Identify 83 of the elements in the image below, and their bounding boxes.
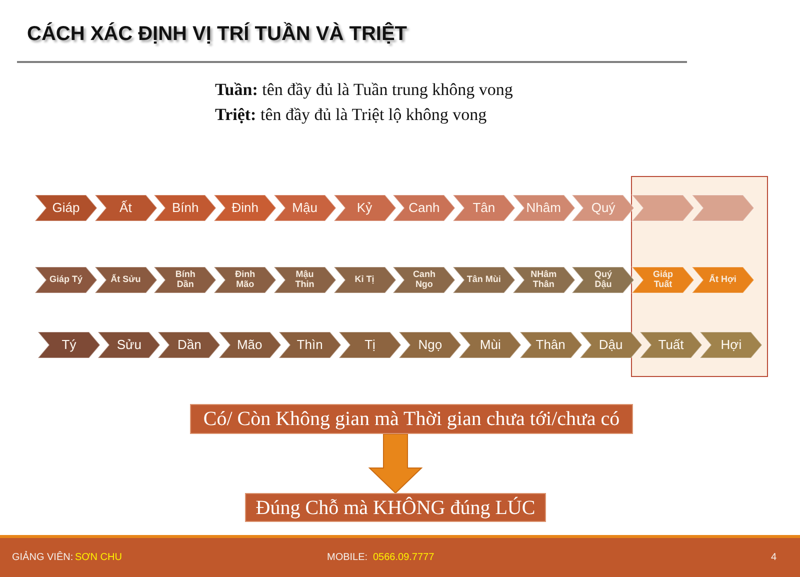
chevron-step xyxy=(452,267,515,293)
lecturer-name: SƠN CHU xyxy=(75,552,122,564)
page-number: 4 xyxy=(771,552,777,564)
step-label: Tý xyxy=(62,338,76,352)
step-label: Tị xyxy=(364,338,376,352)
banner-text: Đúng Chỗ mà KHÔNG đúng LÚC xyxy=(256,496,536,520)
step-label: Hợi xyxy=(720,338,742,352)
chevron-step xyxy=(452,195,515,221)
step-label: Canh xyxy=(408,200,440,216)
definition-text: Tuần: tên đầy đủ là Tuần trung không vong xyxy=(215,80,513,100)
step-label: Bính Dần xyxy=(174,270,196,290)
step-label: Thìn xyxy=(296,338,323,352)
step-label: Đinh Mão xyxy=(234,270,256,290)
chevron-step xyxy=(98,332,160,358)
block-arrow xyxy=(368,434,423,494)
step-label: Dậu xyxy=(598,338,623,352)
chevron-step xyxy=(158,332,220,358)
chevron-step xyxy=(393,267,456,293)
chevron-step xyxy=(572,195,634,221)
step-label: Kỷ xyxy=(356,200,372,216)
step-label: Mão xyxy=(236,338,262,352)
step-label: Canh Ngo xyxy=(412,270,436,290)
lecturer-label: GIẢNG VIÊN: xyxy=(12,552,74,564)
chevron-step xyxy=(339,332,401,358)
banner-text: Có/ Còn Không gian mà Thời gian chưa tới/chưa có xyxy=(203,407,620,431)
chevron-step xyxy=(154,195,216,221)
step-label: Đinh xyxy=(232,200,258,216)
step-label: Tân Mùi xyxy=(466,275,501,285)
statement-banner xyxy=(245,493,546,522)
chevron-step xyxy=(218,332,281,358)
chevron-step xyxy=(399,332,462,358)
chevron-step xyxy=(692,195,754,221)
step-label: Nhâm xyxy=(526,200,561,216)
chevron-step xyxy=(334,195,396,221)
chevron-step xyxy=(35,195,97,221)
chevron-step xyxy=(632,195,694,221)
chevron-step xyxy=(640,332,702,358)
chevron-step xyxy=(334,267,396,293)
step-label: NHâm Thân xyxy=(530,270,558,290)
step-label: Mậu Thin xyxy=(294,270,316,290)
phone-number: 0566.09.7777 xyxy=(373,552,434,564)
chevron-step xyxy=(692,267,754,293)
step-label: Quý Dậu xyxy=(594,270,614,290)
chevron-step xyxy=(214,267,276,293)
chevron-step xyxy=(214,195,276,221)
statement-banner xyxy=(190,404,633,434)
step-label: Giáp Tuất xyxy=(652,270,674,290)
chevron-step xyxy=(35,267,97,293)
step-label: Dần xyxy=(177,338,202,352)
chevron-step xyxy=(94,195,157,221)
chevron-step xyxy=(278,332,341,358)
chevron-step xyxy=(700,332,762,358)
step-label: Sửu xyxy=(116,338,142,352)
definition-text: Triệt: tên đầy đủ là Triệt lộ không vong xyxy=(215,105,487,125)
step-label: Thân xyxy=(536,338,566,352)
chevron-step xyxy=(274,195,336,221)
step-label: Bính xyxy=(172,200,199,216)
step-label: Ngọ xyxy=(418,338,442,352)
step-label: Quý xyxy=(591,200,616,216)
chevron-step xyxy=(274,267,336,293)
chevron-step xyxy=(459,332,522,358)
chevron-step xyxy=(632,267,694,293)
step-label: Giáp Tý xyxy=(49,275,82,285)
chevron-step xyxy=(393,195,456,221)
chevron-step xyxy=(512,267,575,293)
chevron-step xyxy=(512,195,575,221)
phone-label: MOBILE: xyxy=(327,552,368,564)
chevron-step xyxy=(38,332,100,358)
chevron-step xyxy=(94,267,157,293)
slide-title: CÁCH XÁC ĐỊNH VỊ TRÍ TUẦN VÀ TRIỆT xyxy=(27,22,407,46)
step-label: Ất Hợi xyxy=(708,275,736,285)
step-label: Mùi xyxy=(480,338,501,352)
step-label: Ất Sửu xyxy=(110,275,141,285)
step-label: Mậu xyxy=(292,200,318,216)
chevron-step xyxy=(580,332,642,358)
chevron-step xyxy=(572,267,634,293)
step-label: Ất xyxy=(120,200,132,216)
step-label: Giáp xyxy=(52,200,80,216)
step-label: Tân xyxy=(472,200,496,216)
chevron-step xyxy=(154,267,216,293)
step-label: Tuất xyxy=(658,338,684,352)
step-label: Kỉ Tị xyxy=(354,275,374,285)
chevron-step xyxy=(520,332,582,358)
